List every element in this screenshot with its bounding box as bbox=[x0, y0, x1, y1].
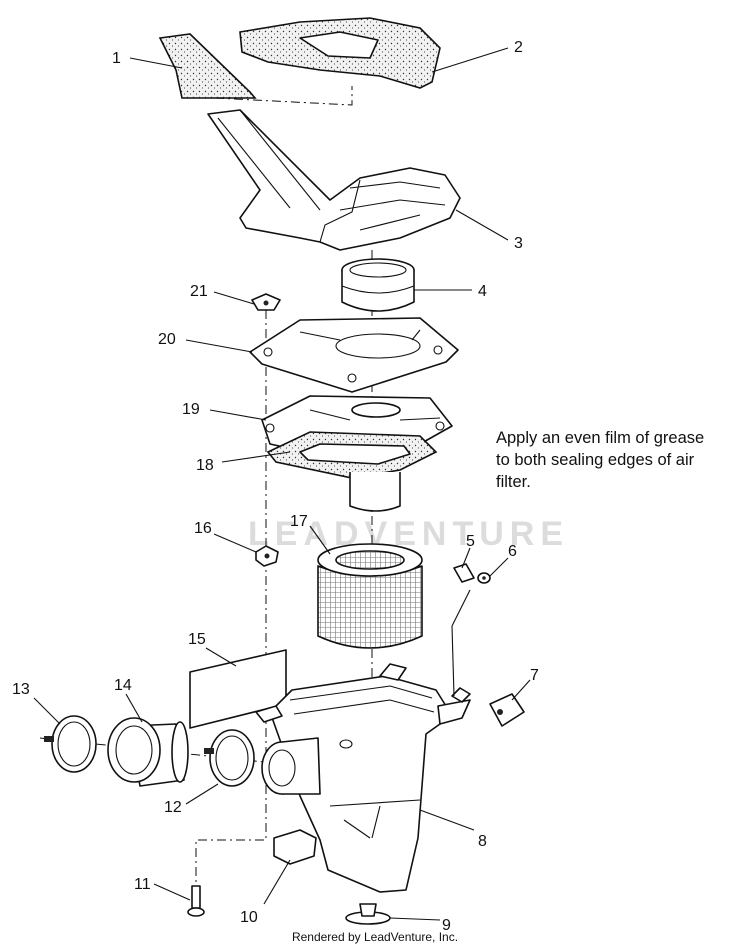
callout-17: 17 bbox=[290, 513, 308, 530]
part-18-gasket bbox=[266, 431, 438, 479]
part-20-top-plate bbox=[249, 317, 459, 393]
part-16-nut bbox=[255, 545, 279, 567]
part-2-foam-seal bbox=[239, 17, 441, 89]
footer-credit: Rendered by LeadVenture, Inc. bbox=[291, 930, 459, 944]
part-6-washer bbox=[477, 572, 491, 584]
part-19-outlet-tube bbox=[349, 472, 401, 512]
part-13-clamp bbox=[44, 715, 97, 773]
callout-16: 16 bbox=[194, 520, 212, 537]
callout-18: 18 bbox=[196, 457, 214, 474]
assembly-axis-line-left bbox=[195, 310, 267, 895]
note-line-2: to both sealing edges of air bbox=[496, 451, 695, 469]
callout-15: 15 bbox=[188, 631, 206, 648]
part-12-clamp bbox=[204, 729, 255, 787]
callout-2: 2 bbox=[514, 39, 523, 56]
part-14-hose bbox=[107, 717, 189, 787]
part-5-bolt bbox=[453, 563, 475, 583]
part-21-clip bbox=[251, 293, 281, 311]
top-axis-line bbox=[214, 86, 353, 106]
callout-19: 19 bbox=[182, 401, 200, 418]
callout-5: 5 bbox=[466, 533, 475, 550]
grease-instruction-note: Apply an even film of grease to both sea… bbox=[496, 427, 750, 493]
part-7-clip bbox=[489, 693, 525, 727]
callout-12: 12 bbox=[164, 799, 182, 816]
part-8-air-box-housing bbox=[255, 663, 471, 893]
leader-lines bbox=[33, 47, 531, 921]
callout-3: 3 bbox=[514, 235, 523, 252]
part-4-coupler bbox=[341, 258, 415, 312]
part-8-outlet-nozzle bbox=[261, 737, 321, 795]
callout-8: 8 bbox=[478, 833, 487, 850]
callout-9: 9 bbox=[442, 917, 451, 934]
part-10-block bbox=[273, 829, 317, 865]
callout-10: 10 bbox=[240, 909, 258, 926]
callout-1: 1 bbox=[112, 50, 121, 67]
callout-6: 6 bbox=[508, 543, 517, 560]
callout-7: 7 bbox=[530, 667, 539, 684]
part-3-intake-cover bbox=[207, 109, 461, 251]
callout-11: 11 bbox=[134, 876, 151, 893]
part-11-screw bbox=[187, 885, 205, 917]
note-line-3: filter. bbox=[496, 473, 531, 491]
callout-14: 14 bbox=[114, 677, 132, 694]
part-9-drain-valve bbox=[345, 903, 391, 925]
callout-21: 21 bbox=[190, 283, 208, 300]
watermark: LEADVENTURE bbox=[248, 515, 569, 553]
callout-13: 13 bbox=[12, 681, 30, 698]
note-line-1: Apply an even film of grease bbox=[496, 429, 705, 447]
part-17-air-filter bbox=[317, 543, 423, 649]
part-1-duct-adapter bbox=[158, 33, 257, 99]
callout-20: 20 bbox=[158, 331, 176, 348]
callout-4: 4 bbox=[478, 283, 487, 300]
